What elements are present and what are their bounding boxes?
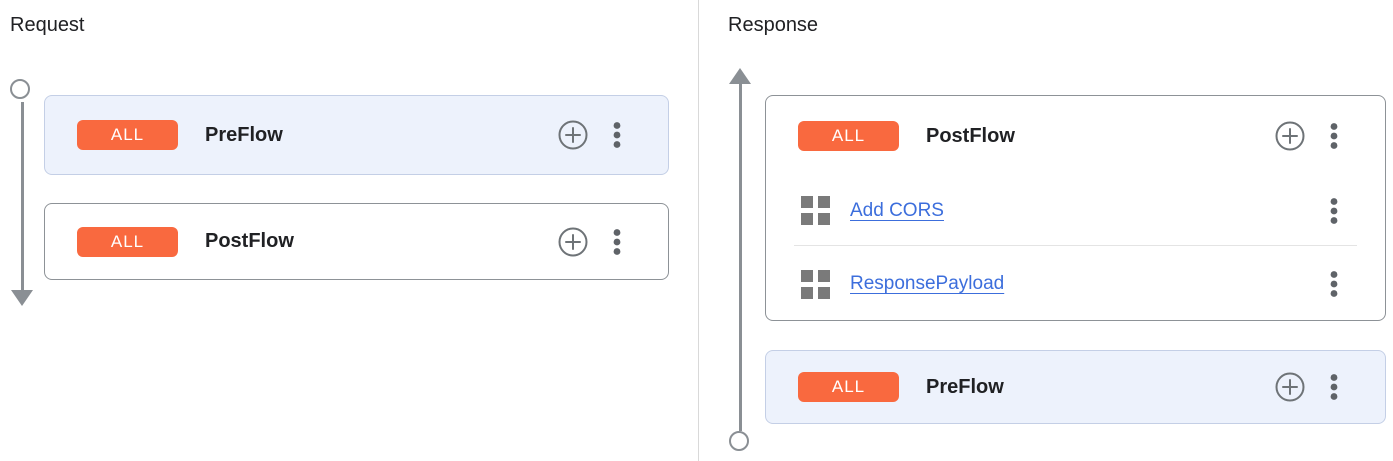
policy-link[interactable]: Add CORS — [850, 199, 944, 221]
add-policy-button[interactable] — [557, 226, 589, 258]
condition-badge: ALL — [798, 372, 899, 402]
flow-card-response-preflow[interactable]: ALL PreFlow — [765, 350, 1386, 424]
policy-menu-button[interactable] — [1322, 196, 1346, 226]
flow-name: PreFlow — [926, 375, 1004, 398]
policy-link[interactable]: ResponsePayload — [850, 273, 1005, 294]
flow-name: PostFlow — [926, 124, 1015, 147]
flow-menu-button[interactable] — [1322, 372, 1346, 402]
kebab-menu-icon — [1330, 123, 1338, 149]
flow-menu-button[interactable] — [605, 120, 629, 150]
request-timeline-line — [21, 102, 24, 290]
policy-menu-button[interactable] — [1322, 269, 1346, 299]
flow-name: PostFlow — [205, 230, 294, 252]
flow-card-request-postflow[interactable]: ALL PostFlow — [44, 203, 669, 280]
flow-name: PreFlow — [205, 123, 283, 146]
condition-badge: ALL — [77, 120, 178, 150]
policy-row: Add CORS — [766, 176, 1385, 245]
response-timeline-line — [739, 84, 742, 431]
request-panel-title: Request — [10, 14, 85, 36]
flow-card-response-postflow[interactable]: ALL PostFlow — [765, 95, 1386, 321]
panel-divider — [698, 0, 699, 461]
flow-header: ALL PreFlow — [766, 351, 1385, 423]
add-policy-button[interactable] — [1274, 371, 1306, 403]
flow-header: ALL PreFlow — [45, 96, 668, 174]
arrow-up-icon — [729, 68, 751, 84]
policy-row: ResponsePayload — [766, 246, 1385, 322]
policy-grid-icon — [801, 196, 830, 225]
plus-circle-icon — [1275, 372, 1305, 402]
kebab-menu-icon — [1330, 271, 1338, 297]
policy-grid-icon — [801, 269, 830, 299]
kebab-menu-icon — [613, 122, 621, 148]
response-timeline-end-circle-icon — [729, 431, 749, 451]
flow-header: ALL PostFlow — [45, 204, 668, 279]
plus-circle-icon — [558, 120, 588, 150]
condition-badge: ALL — [798, 121, 899, 151]
flow-menu-button[interactable] — [605, 227, 629, 257]
kebab-menu-icon — [613, 228, 621, 255]
plus-circle-icon — [1275, 121, 1305, 151]
response-panel-title: Response — [728, 14, 819, 36]
condition-badge: ALL — [77, 226, 178, 257]
flow-header: ALL PostFlow — [766, 96, 1385, 176]
flow-card-request-preflow[interactable]: ALL PreFlow — [44, 95, 669, 175]
add-policy-button[interactable] — [557, 119, 589, 151]
kebab-menu-icon — [1330, 197, 1338, 224]
kebab-menu-icon — [1330, 374, 1338, 400]
request-timeline-start-circle-icon — [10, 79, 30, 99]
plus-circle-icon — [558, 227, 588, 256]
policy-row-divider — [794, 245, 1357, 246]
flow-menu-button[interactable] — [1322, 121, 1346, 151]
add-policy-button[interactable] — [1274, 120, 1306, 152]
arrow-down-icon — [11, 290, 33, 306]
